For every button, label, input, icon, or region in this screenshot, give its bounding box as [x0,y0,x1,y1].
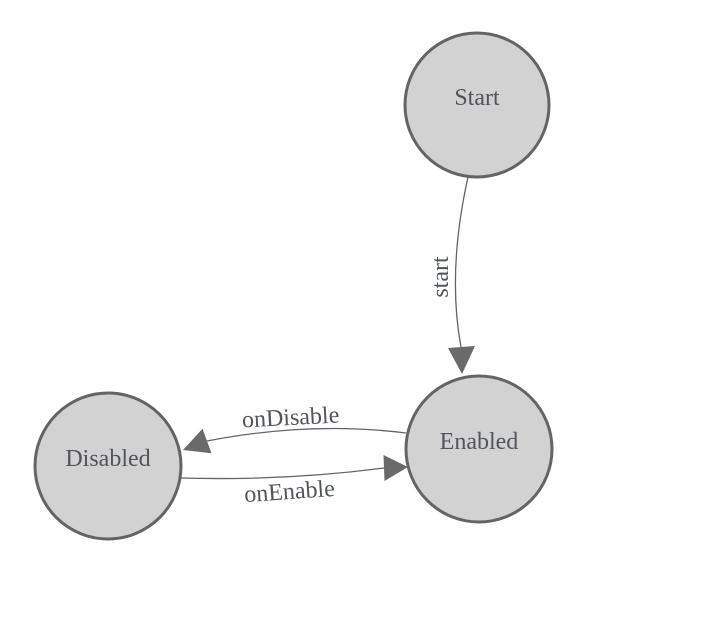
edge-enabled-to-disabled-line [206,427,407,442]
edge-start-to-enabled-arrowhead-icon [448,346,475,374]
edge-start-to-enabled-line [454,176,469,348]
edge-disabled-to-enabled-arrowhead-icon [383,455,408,481]
node-disabled-circle [33,391,183,541]
node-enabled-circle [404,374,554,524]
edge-label-ondisable: onDisable [241,402,340,433]
edge-disabled-to-enabled: onEnable [180,455,408,508]
node-start-circle [403,31,551,179]
edge-start-to-enabled: start [428,176,475,374]
edge-disabled-to-enabled-line [180,467,385,480]
node-disabled-label: Disabled [65,446,150,472]
node-start-label: Start [454,85,500,111]
node-enabled: Enabled [404,374,554,524]
edge-label-start: start [428,256,454,298]
node-enabled-label: Enabled [440,429,519,455]
edge-enabled-to-disabled-arrowhead-icon [183,428,212,454]
edge-label-onenable: onEnable [243,476,335,508]
edge-enabled-to-disabled: onDisable [183,402,407,454]
node-start: Start [403,31,551,179]
node-disabled: Disabled [33,391,183,541]
